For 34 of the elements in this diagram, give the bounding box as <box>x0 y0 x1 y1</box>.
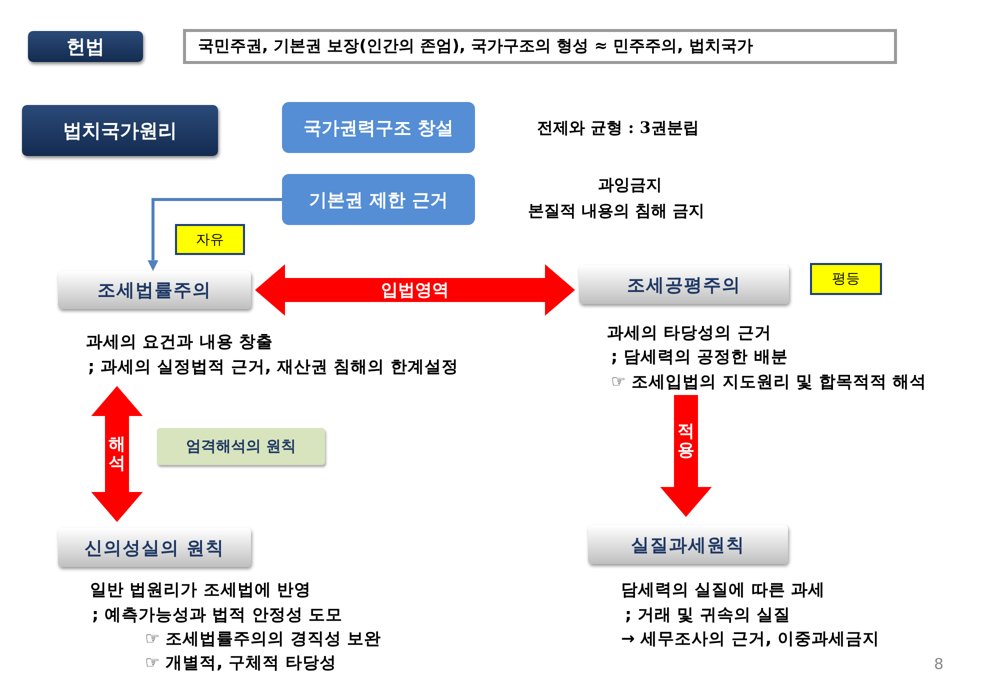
description-text: 담세력의 실질에 따른 과세 <box>621 579 826 601</box>
principle-box: 신의성실의 원칙 <box>58 528 251 567</box>
edge-label: 입법영역 <box>381 280 449 302</box>
process-box: 기본권 제한 근거 <box>282 174 475 225</box>
description-text: ; 담세력의 공정한 배분 <box>611 346 788 368</box>
block-arrow <box>660 395 712 517</box>
page-number: 8 <box>934 655 944 673</box>
description-text: ; 거래 및 귀속의 실질 <box>625 604 791 626</box>
description-text: 과잉금지 <box>598 175 662 196</box>
edge-label: 해석 <box>108 435 126 473</box>
principle-box: 조세법률주의 <box>58 271 251 309</box>
description-text: ; 과세의 실정법적 근거, 재산권 침해의 한계설정 <box>88 356 458 378</box>
description-text: ☞ 개별적, 구체적 타당성 <box>145 652 336 674</box>
principle-box: 실질과세원칙 <box>588 525 788 564</box>
description-text: ☞ 조세입법의 지도원리 및 합목적적 해석 <box>611 371 927 393</box>
summary-box: 국민주권, 기본권 보장(인간의 존엄), 국가구조의 형성 ≈ 민주주의, 법치국가 <box>183 29 897 64</box>
tag-box: 평등 <box>810 263 882 295</box>
tag-box: 자유 <box>175 224 245 255</box>
principle-box: 조세공평주의 <box>579 265 789 304</box>
process-box: 국가권력구조 창설 <box>282 102 475 153</box>
description-text: ☞ 조세법률주의의 경직성 보완 <box>145 628 382 650</box>
block-arrow <box>91 386 143 522</box>
description-text: 전제와 균형 : 3권분립 <box>537 118 699 139</box>
description-text: 과세의 타당성의 근거 <box>607 322 772 344</box>
edge-label: 적용 <box>678 422 694 460</box>
title-box: 헌법 <box>28 31 143 62</box>
description-text: 일반 법원리가 조세법에 반영 <box>90 579 312 601</box>
description-text: 본질적 내용의 침해 금지 <box>528 201 705 222</box>
block-arrow <box>255 264 575 316</box>
principle-box: 법치국가원리 <box>22 105 218 156</box>
description-text: 과세의 요건과 내용 창출 <box>86 331 274 353</box>
arrow <box>148 198 282 271</box>
description-text: ; 예측가능성과 법적 안정성 도모 <box>92 604 343 626</box>
description-text: → 세무조사의 근거, 이중과세금지 <box>621 628 880 650</box>
